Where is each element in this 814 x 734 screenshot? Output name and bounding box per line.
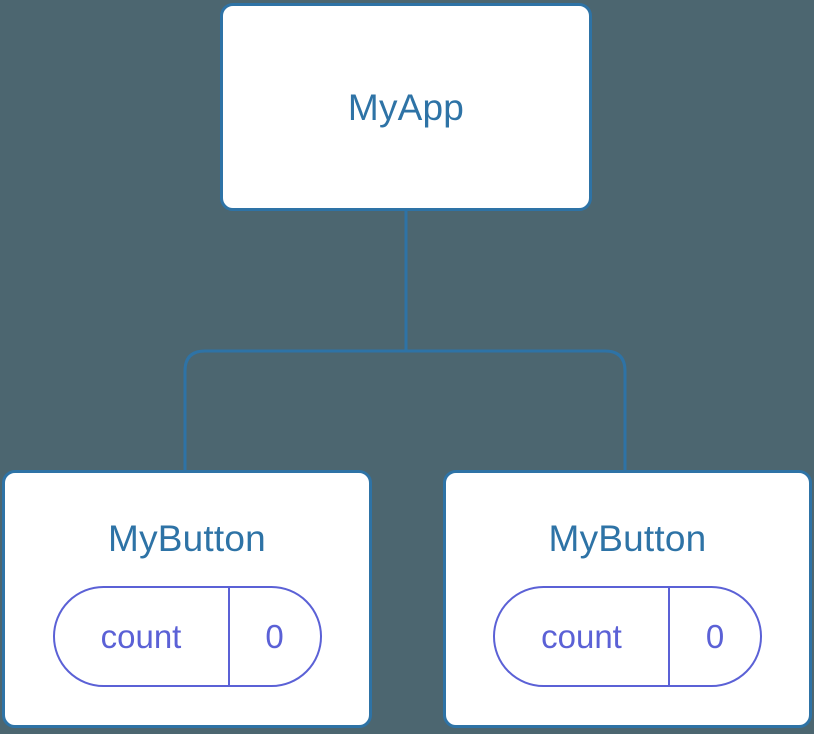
state-key: count [495,588,670,685]
state-key: count [55,588,230,685]
node-myapp[interactable]: MyApp [220,3,592,211]
state-value: 0 [705,618,725,655]
node-title: MyApp [347,86,465,128]
node-mybutton-right[interactable]: MyButton count 0 [443,470,812,728]
state-pill[interactable]: count 0 [493,586,762,687]
node-title: MyButton [108,518,266,559]
node-title: MyButton [548,518,707,559]
state-pill[interactable]: count 0 [52,586,322,687]
node-mybutton-left[interactable]: MyButton count 0 [2,470,372,728]
edge-to-left-child [183,349,406,472]
edge-to-right-child [406,349,627,472]
state-value: 0 [265,618,284,655]
